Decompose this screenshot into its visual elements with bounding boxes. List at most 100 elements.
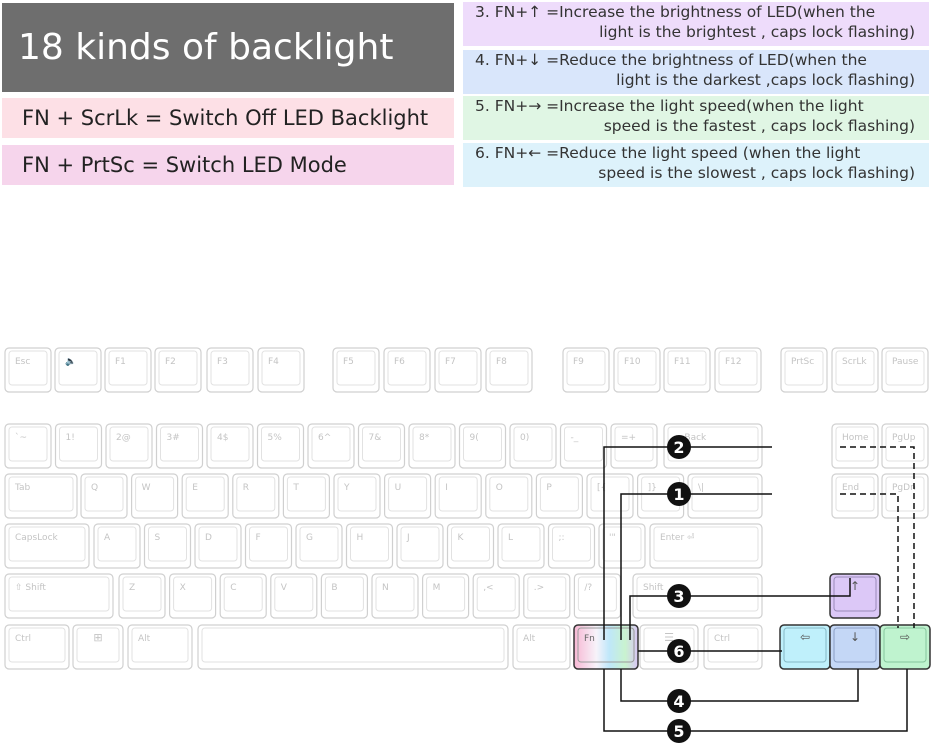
key-blank: .> — [523, 573, 571, 619]
svg-text:1: 1 — [673, 485, 684, 504]
key-j: J — [396, 523, 444, 569]
svg-text:F5: F5 — [343, 357, 354, 367]
svg-text:,<: ,< — [483, 583, 493, 593]
svg-text:1!: 1! — [66, 433, 75, 443]
key-f9: F9 — [562, 347, 610, 393]
svg-text:Alt: Alt — [138, 634, 151, 644]
svg-text:Ctrl: Ctrl — [714, 634, 730, 644]
key-pgdn: PgDn — [881, 473, 929, 519]
svg-text:N: N — [382, 583, 389, 593]
svg-text:⇦: ⇦ — [800, 630, 810, 644]
key-up-arrow: ↑ — [829, 573, 881, 619]
svg-text:F7: F7 — [445, 357, 456, 367]
svg-text:A: A — [104, 533, 111, 543]
key-ctrl: Ctrl — [703, 624, 763, 670]
instruction-3-line2: light is the brightest , caps lock flash… — [599, 23, 915, 41]
svg-text:PrtSc: PrtSc — [791, 357, 814, 367]
svg-text:8*: 8* — [419, 433, 430, 443]
key-n: N — [371, 573, 419, 619]
svg-text:D: D — [205, 533, 212, 543]
svg-text:W: W — [142, 483, 151, 493]
svg-text:R: R — [243, 483, 249, 493]
key-end: End — [831, 473, 879, 519]
svg-text:Ctrl: Ctrl — [15, 634, 31, 644]
svg-text:/?: /? — [584, 583, 592, 593]
key-f11: F11 — [663, 347, 711, 393]
svg-text:9(: 9( — [470, 433, 479, 443]
svg-text:\|: \| — [698, 483, 704, 493]
callout-3: 3 — [667, 584, 691, 608]
callout-5: 5 — [667, 719, 691, 743]
callout-1-line — [620, 493, 772, 640]
svg-text:7&: 7& — [369, 433, 382, 443]
key-z: Z — [118, 573, 166, 619]
key-y: Y — [333, 473, 381, 519]
svg-text:Pause: Pause — [892, 357, 919, 367]
key-back: ⇦ Back — [663, 423, 763, 469]
svg-text:F11: F11 — [674, 357, 691, 367]
key-f12: F12 — [714, 347, 762, 393]
key-pgup: PgUp — [881, 423, 929, 469]
key-x: X — [169, 573, 217, 619]
key-q: Q — [80, 473, 128, 519]
svg-text:L: L — [508, 533, 513, 543]
instruction-6-line1: 6. FN+← =Reduce the light speed (when th… — [475, 144, 861, 162]
key-blank: ,< — [472, 573, 520, 619]
svg-text:X: X — [180, 583, 186, 593]
svg-text:4$: 4$ — [217, 433, 228, 443]
svg-text:P: P — [546, 483, 552, 493]
svg-text:F1: F1 — [115, 357, 126, 367]
key-enter: Enter ⏎ — [649, 523, 763, 569]
callout-4: 4 — [667, 689, 691, 713]
key-capslock: CapsLock — [4, 523, 90, 569]
svg-text:⇧ Shift: ⇧ Shift — [15, 583, 46, 593]
instruction-5-line2: speed is the fastest , caps lock flashin… — [603, 117, 915, 135]
key-esc: Esc — [4, 347, 52, 393]
svg-text:C: C — [230, 583, 236, 593]
svg-text:4: 4 — [673, 692, 684, 711]
svg-text:⇨: ⇨ — [900, 630, 910, 644]
scrlk-instruction: FN + ScrLk = Switch Off LED Backlight — [2, 98, 454, 138]
instruction-5-line1: 5. FN+→ =Increase the light speed(when t… — [475, 97, 864, 115]
instruction-6: 6. FN+← =Reduce the light speed (when th… — [463, 143, 929, 187]
key-w: W — [131, 473, 179, 519]
svg-text:Y: Y — [343, 483, 350, 493]
svg-text:↓: ↓ — [850, 630, 860, 644]
svg-text:F4: F4 — [268, 357, 279, 367]
key-5: 5% — [256, 423, 305, 469]
key-s: S — [143, 523, 192, 569]
svg-text:ScrLk: ScrLk — [842, 357, 867, 367]
key-f3: F3 — [206, 347, 254, 393]
key-space — [197, 624, 509, 670]
key-i: I — [434, 473, 482, 519]
svg-text:J: J — [406, 533, 410, 543]
svg-text:E: E — [192, 483, 198, 493]
key-f5: F5 — [332, 347, 380, 393]
key-r: R — [232, 473, 280, 519]
key-f4: F4 — [257, 347, 305, 393]
key-blank: -_ — [559, 423, 608, 469]
key-shift: ⇧ Shift — [4, 573, 114, 619]
svg-text:0): 0) — [520, 433, 529, 443]
svg-text:🔈: 🔈 — [65, 357, 76, 367]
svg-text:-_: -_ — [571, 433, 579, 443]
svg-text:☰: ☰ — [664, 631, 674, 644]
key-blank: `~ — [4, 423, 52, 469]
svg-text:Z: Z — [129, 583, 135, 593]
key-blank: ;: — [547, 523, 596, 569]
svg-text:K: K — [458, 533, 465, 543]
svg-text:V: V — [281, 583, 288, 593]
key-f6: F6 — [383, 347, 431, 393]
svg-text:6: 6 — [673, 642, 684, 661]
svg-text:I: I — [445, 483, 448, 493]
key-9: 9( — [458, 423, 507, 469]
svg-text:F3: F3 — [217, 357, 228, 367]
callout-5-line — [603, 669, 908, 732]
key-down-arrow: ↓ — [829, 624, 881, 670]
svg-text:5: 5 — [673, 722, 684, 741]
key-u: U — [384, 473, 432, 519]
svg-text:⊞: ⊞ — [93, 631, 102, 644]
svg-text:Enter ⏎: Enter ⏎ — [660, 533, 695, 543]
svg-text:Esc: Esc — [15, 357, 30, 367]
key-1: 1! — [54, 423, 103, 469]
